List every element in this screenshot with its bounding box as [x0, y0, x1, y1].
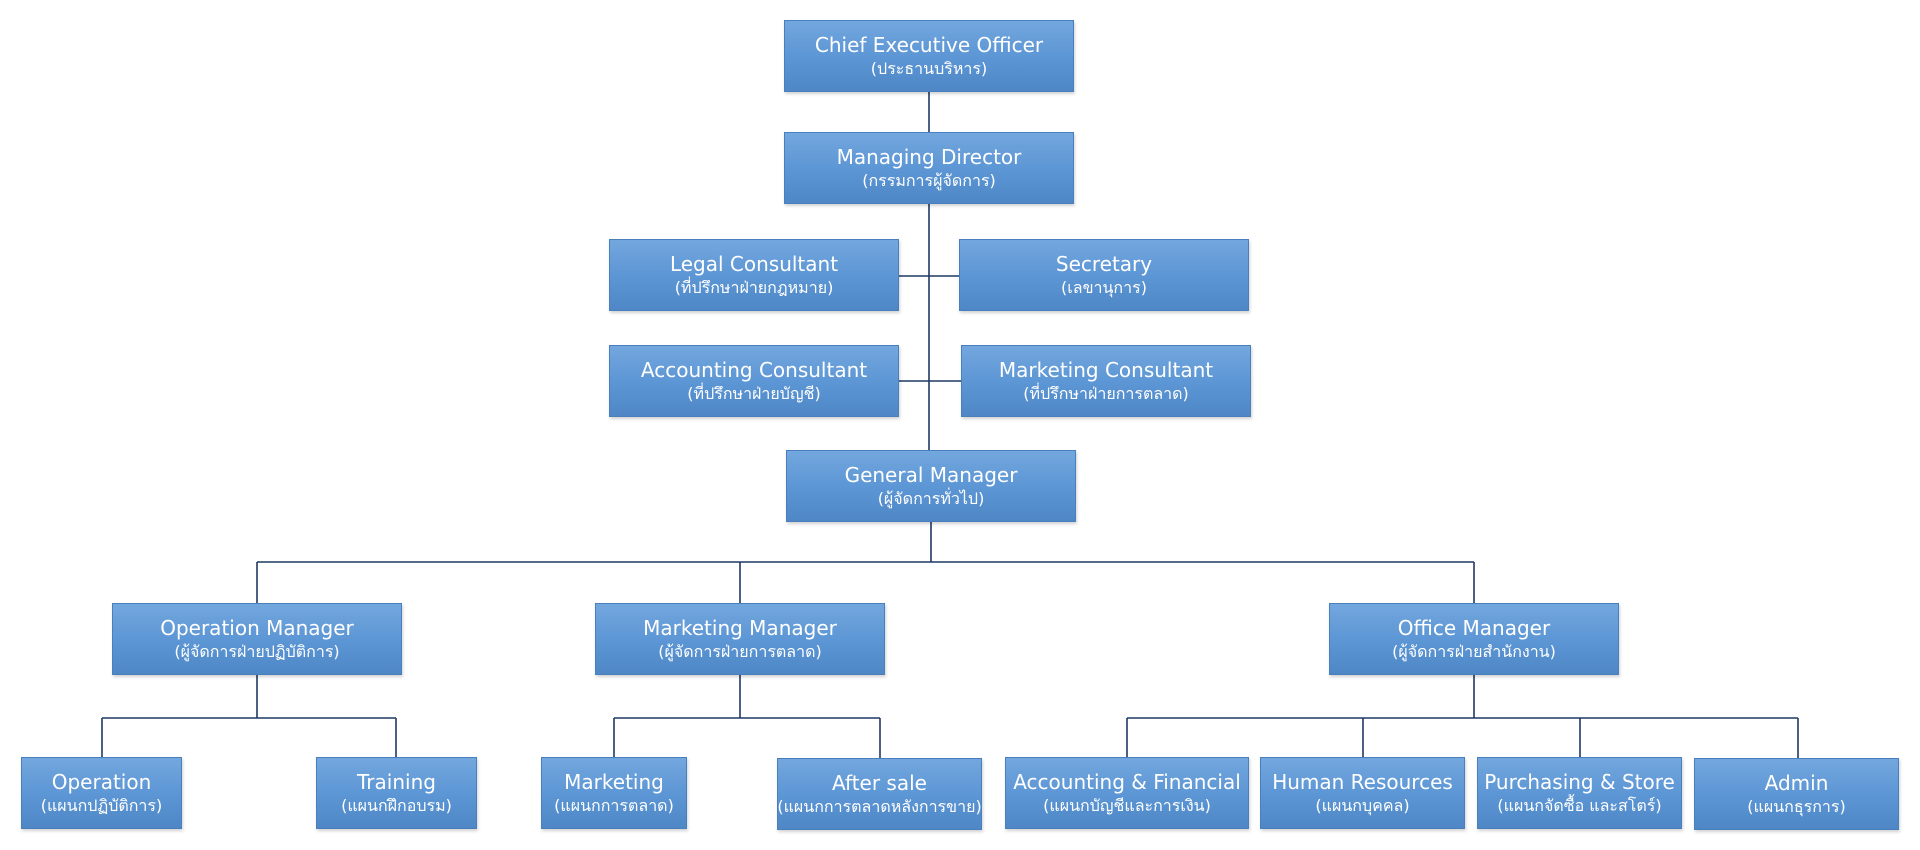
node-operation: Operation (แผนกปฏิบัติการ)	[21, 757, 182, 829]
node-operation-manager: Operation Manager (ผู้จัดการฝ่ายปฏิบัติก…	[112, 603, 402, 675]
node-subtitle: (แผนกฝึกอบรม)	[341, 796, 452, 815]
node-title: General Manager	[844, 463, 1018, 487]
node-accounting-financial: Accounting & Financial (แผนกบัญชีและการเ…	[1005, 757, 1249, 829]
node-marketing: Marketing (แผนกการตลาด)	[541, 757, 687, 829]
node-subtitle: (ผู้จัดการทั่วไป)	[877, 489, 985, 508]
node-subtitle: (กรรมการผู้จัดการ)	[862, 171, 996, 190]
node-title: Operation	[51, 770, 152, 794]
node-office-manager: Office Manager (ผู้จัดการฝ่ายสำนักงาน)	[1329, 603, 1619, 675]
node-title: Operation Manager	[160, 616, 354, 640]
node-subtitle: (แผนกจัดซื้อ และสโตร์)	[1497, 796, 1662, 815]
node-title: Marketing Consultant	[998, 358, 1214, 382]
node-title: Purchasing & Store	[1484, 770, 1675, 794]
node-title: Accounting & Financial	[1013, 770, 1241, 794]
node-human-resources: Human Resources (แผนกบุคคล)	[1260, 757, 1465, 829]
node-secretary: Secretary (เลขานุการ)	[959, 239, 1249, 311]
node-subtitle: (แผนกปฏิบัติการ)	[40, 796, 163, 815]
node-title: Admin	[1764, 771, 1829, 795]
node-ceo: Chief Executive Officer (ประธานบริหาร)	[784, 20, 1074, 92]
node-legal-consultant: Legal Consultant (ที่ปรึกษาฝ่ายกฎหมาย)	[609, 239, 899, 311]
node-accounting-consultant: Accounting Consultant (ที่ปรึกษาฝ่ายบัญช…	[609, 345, 899, 417]
node-subtitle: (แผนกการตลาดหลังการขาย)	[777, 797, 982, 816]
node-title: Marketing Manager	[643, 616, 837, 640]
node-subtitle: (เลขานุการ)	[1061, 278, 1147, 297]
node-subtitle: (แผนกบัญชีและการเงิน)	[1043, 796, 1211, 815]
node-marketing-consultant: Marketing Consultant (ที่ปรึกษาฝ่ายการตล…	[961, 345, 1251, 417]
node-title: After sale	[832, 771, 927, 795]
node-managing-director: Managing Director (กรรมการผู้จัดการ)	[784, 132, 1074, 204]
node-title: Human Resources	[1272, 770, 1453, 794]
node-title: Chief Executive Officer	[814, 33, 1044, 57]
node-after-sale: After sale (แผนกการตลาดหลังการขาย)	[777, 758, 982, 830]
node-subtitle: (แผนกการตลาด)	[554, 796, 674, 815]
node-purchasing-store: Purchasing & Store (แผนกจัดซื้อ และสโตร์…	[1477, 757, 1682, 829]
node-subtitle: (ที่ปรึกษาฝ่ายการตลาด)	[1023, 384, 1189, 403]
node-title: Legal Consultant	[669, 252, 839, 276]
node-title: Accounting Consultant	[640, 358, 868, 382]
node-title: Office Manager	[1397, 616, 1551, 640]
node-marketing-manager: Marketing Manager (ผู้จัดการฝ่ายการตลาด)	[595, 603, 885, 675]
node-admin: Admin (แผนกธุรการ)	[1694, 758, 1899, 830]
node-subtitle: (ผู้จัดการฝ่ายปฏิบัติการ)	[174, 642, 340, 661]
node-subtitle: (ที่ปรึกษาฝ่ายบัญชี)	[687, 384, 821, 403]
node-title: Secretary	[1055, 252, 1153, 276]
node-subtitle: (ผู้จัดการฝ่ายการตลาด)	[658, 642, 822, 661]
node-general-manager: General Manager (ผู้จัดการทั่วไป)	[786, 450, 1076, 522]
node-title: Managing Director	[836, 145, 1022, 169]
node-title: Training	[357, 770, 436, 794]
node-title: Marketing	[564, 770, 664, 794]
node-subtitle: (แผนกธุรการ)	[1747, 797, 1846, 816]
node-subtitle: (ประธานบริหาร)	[870, 59, 988, 78]
node-training: Training (แผนกฝึกอบรม)	[316, 757, 477, 829]
node-subtitle: (ผู้จัดการฝ่ายสำนักงาน)	[1392, 642, 1556, 661]
node-subtitle: (ที่ปรึกษาฝ่ายกฎหมาย)	[674, 278, 834, 297]
node-subtitle: (แผนกบุคคล)	[1315, 796, 1410, 815]
